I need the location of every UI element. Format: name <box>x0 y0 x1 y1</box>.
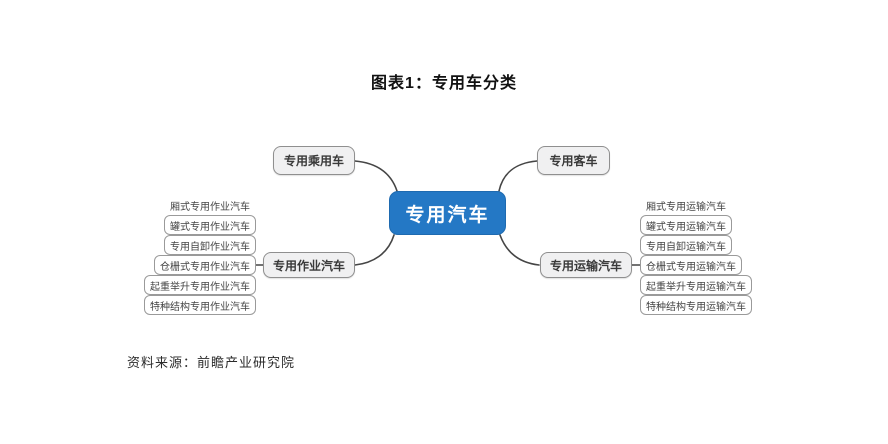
leaf-transport-tank: 罐式专用运输汽车 <box>640 215 732 235</box>
node-special-vehicle: 专用汽车 <box>389 191 506 235</box>
leaf-transport-stake: 仓栅式专用运输汽车 <box>640 255 742 275</box>
node-special-bus: 专用客车 <box>537 146 610 175</box>
leaf-work-stake: 仓栅式专用作业汽车 <box>154 255 256 275</box>
leaf-work-lifting: 起重举升专用作业汽车 <box>144 275 256 295</box>
link-center-to-transport <box>499 234 540 266</box>
link-center-to-work <box>354 234 395 266</box>
transport-vehicle-leaf-list: 厢式专用运输汽车 罐式专用运输汽车 专用自卸运输汽车 仓栅式专用运输汽车 起重举… <box>640 195 752 315</box>
leaf-transport-dump: 专用自卸运输汽车 <box>640 235 732 255</box>
leaf-transport-box-van: 厢式专用运输汽车 <box>640 195 732 215</box>
figure-title: 图表1：专用车分类 <box>371 75 517 92</box>
link-center-to-bus <box>498 160 538 192</box>
leaf-transport-lifting: 起重举升专用运输汽车 <box>640 275 752 295</box>
link-center-to-passenger <box>354 160 398 192</box>
data-source-note: 资料来源：前瞻产业研究院 <box>127 355 296 370</box>
leaf-work-tank: 罐式专用作业汽车 <box>164 215 256 235</box>
node-special-passenger-car: 专用乘用车 <box>273 146 355 175</box>
leaf-work-box-van: 厢式专用作业汽车 <box>164 195 256 215</box>
node-special-work-vehicle: 专用作业汽车 <box>263 252 355 278</box>
leaf-work-special-structure: 特种结构专用作业汽车 <box>144 295 256 315</box>
work-vehicle-leaf-list: 厢式专用作业汽车 罐式专用作业汽车 专用自卸作业汽车 仓栅式专用作业汽车 起重举… <box>144 195 256 315</box>
leaf-work-dump: 专用自卸作业汽车 <box>164 235 256 255</box>
leaf-transport-special-structure: 特种结构专用运输汽车 <box>640 295 752 315</box>
node-special-transport-vehicle: 专用运输汽车 <box>540 252 632 278</box>
